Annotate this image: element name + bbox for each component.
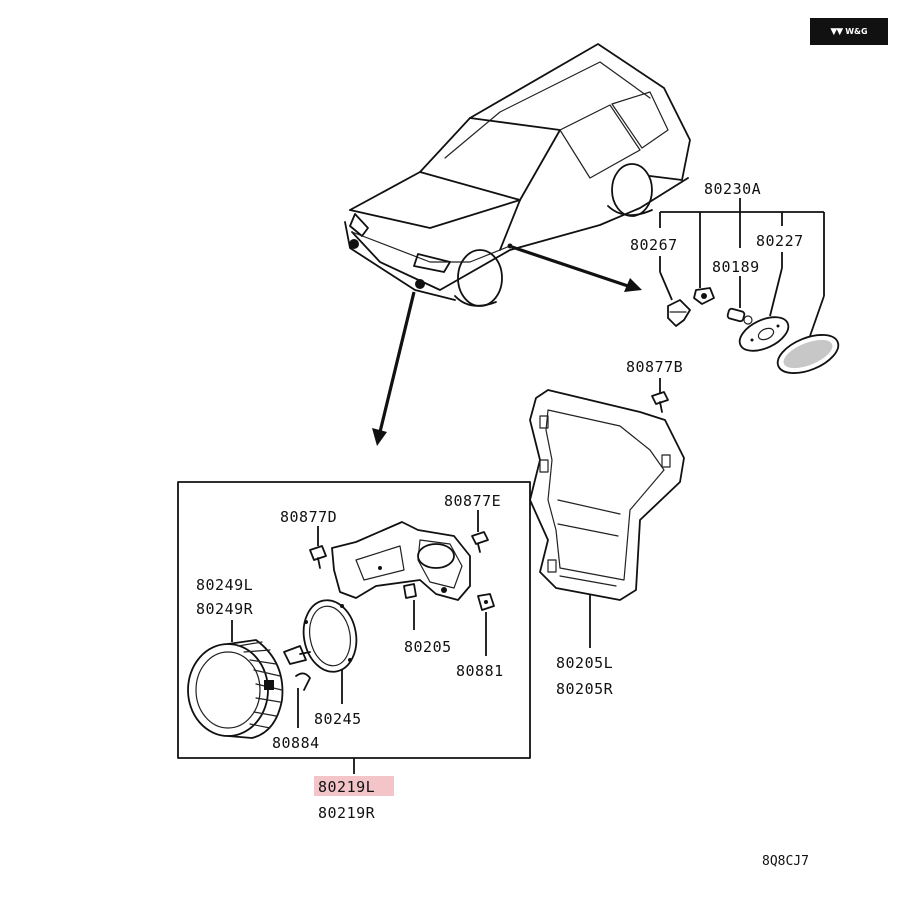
vehicle-illustration: [344, 43, 691, 307]
label-80267: 80267: [630, 236, 678, 254]
label-80877d: 80877D: [280, 508, 337, 526]
bolt-shape: [693, 287, 715, 305]
label-80219l: 80219L: [318, 778, 375, 796]
label-80884: 80884: [272, 734, 320, 752]
fog-lamp-unit-shape: [187, 639, 284, 739]
side-lamp-lens-shape: [776, 334, 840, 374]
label-80205r: 80205R: [556, 680, 614, 698]
lamp-gasket-shape: [302, 599, 358, 673]
label-80205: 80205: [404, 638, 452, 656]
side-lamp-assembly: [659, 198, 840, 374]
label-80189: 80189: [712, 258, 760, 276]
label-80219r: 80219R: [318, 804, 376, 822]
cover-gasket-shape: [738, 316, 790, 352]
screw-80877b-shape: [651, 391, 669, 413]
highlight-box: [314, 776, 394, 796]
brand-logo: ▼▼ W&G: [810, 18, 888, 45]
label-80877e: 80877E: [444, 492, 501, 510]
screw-and-clip-shape: [283, 645, 311, 691]
screw-80877e-shape: [471, 531, 489, 553]
lamp-bracket-shape: [331, 521, 471, 601]
brand-mark-icon: ▼▼: [830, 26, 843, 37]
stud-shape: [403, 583, 417, 599]
label-80205l: 80205L: [556, 654, 613, 672]
label-80877b: 80877B: [626, 358, 683, 376]
label-80249l: 80249L: [196, 576, 253, 594]
callout-arrows: [372, 245, 642, 446]
fog-lamp-assembly-box: [177, 481, 531, 774]
socket-shape: [667, 299, 691, 327]
label-80230a: 80230A: [704, 180, 761, 198]
part-labels: 80230A 80267 80227 80189 80877B 80205L 8…: [196, 180, 804, 822]
label-80245: 80245: [314, 710, 362, 728]
label-80227: 80227: [756, 232, 804, 250]
label-80881: 80881: [456, 662, 504, 680]
brand-logo-text: W&G: [845, 27, 868, 36]
bracket-assembly: [529, 378, 685, 648]
diagram-code: 8Q8CJ7: [762, 854, 809, 869]
screw-80877d-shape: [309, 545, 327, 569]
bulb-shape: [726, 307, 753, 325]
label-80249r: 80249R: [196, 600, 254, 618]
nut-shape: [477, 593, 495, 611]
